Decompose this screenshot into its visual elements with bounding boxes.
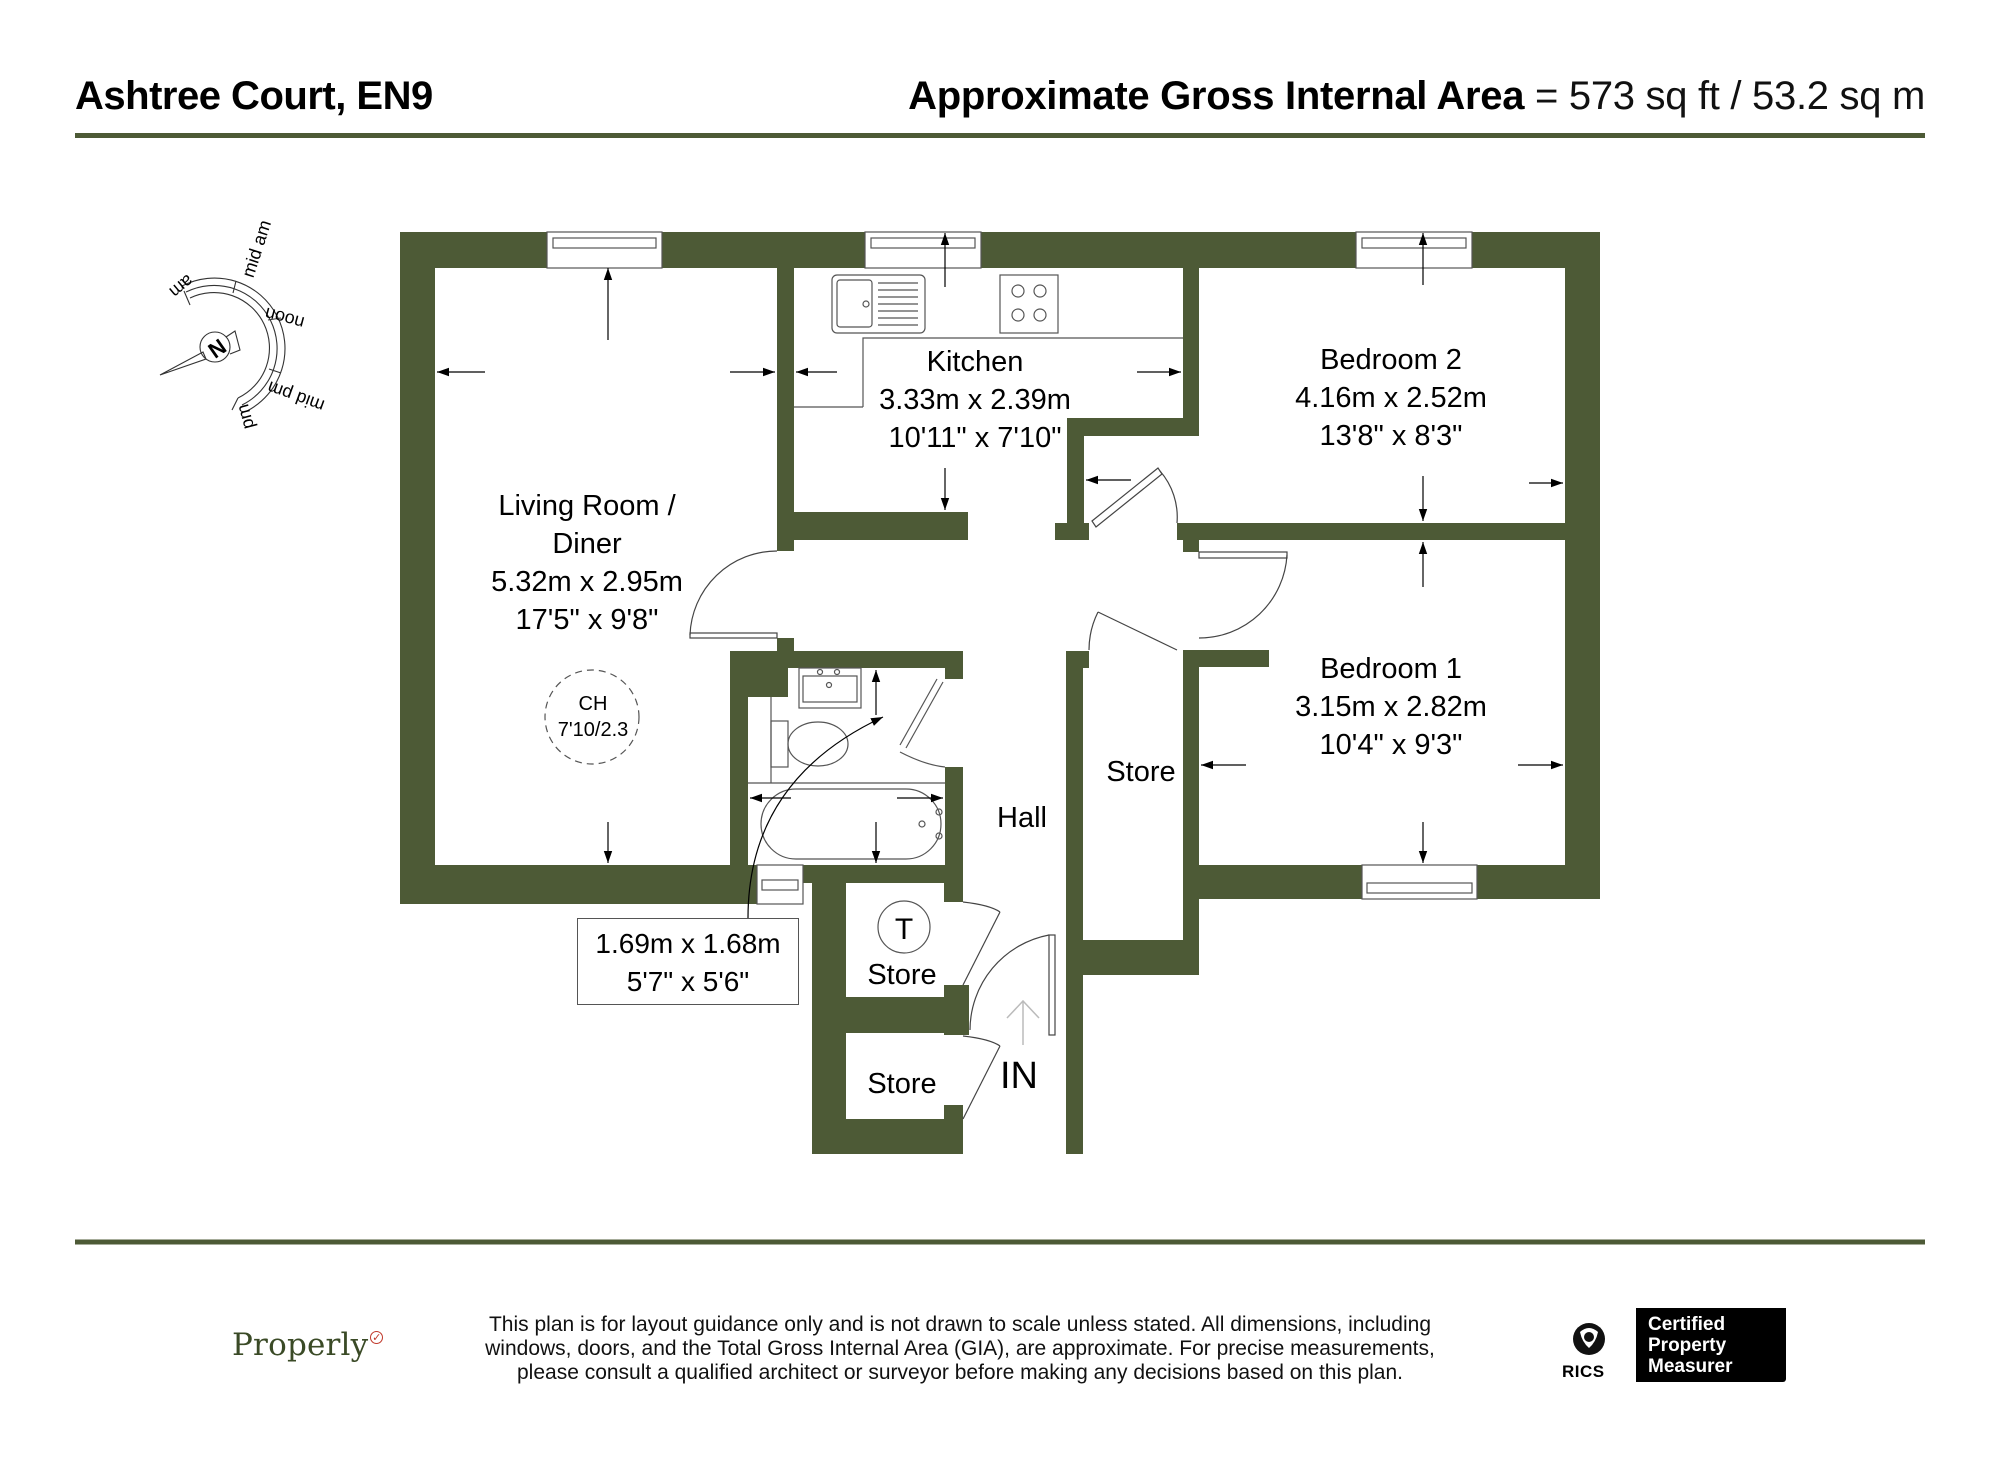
bathroom-fixtures <box>748 667 946 860</box>
bedroom-1-name: Bedroom 1 <box>1320 653 1462 685</box>
living-room-name-2: Diner <box>552 528 622 560</box>
kitchen-imperial: 10'11" x 7'10" <box>888 422 1062 454</box>
ceiling-height-value: 7'10/2.3 <box>557 719 629 741</box>
ceiling-height-title: CH <box>578 693 608 715</box>
living-room-label: Living Room / Diner 5.32m x 2.95m 17'5" … <box>491 487 683 639</box>
svg-text:noon: noon <box>263 303 307 333</box>
kitchen-metric: 3.33m x 2.39m <box>879 384 1071 416</box>
bathroom-imperial: 5'7" x 5'6" <box>626 966 750 997</box>
disclaimer-line-2: windows, doors, and the Total Gross Inte… <box>485 1337 1435 1360</box>
header-rule <box>75 133 1925 138</box>
living-room-imperial: 17'5" x 9'8" <box>515 604 659 636</box>
kitchen-label: Kitchen 3.33m x 2.39m 10'11" x 7'10" <box>879 343 1071 457</box>
disclaimer-line-3: please consult a qualified architect or … <box>516 1361 1403 1384</box>
brand-name: Properly <box>232 1327 369 1363</box>
bathroom-callout-line <box>747 716 884 919</box>
rics-lion-icon <box>1573 1323 1605 1355</box>
check-icon: ✓ <box>370 1331 384 1344</box>
bedroom-1-label: Bedroom 1 3.15m x 2.82m 10'4" x 9'3" <box>1295 650 1487 764</box>
area-value: = 573 sq ft / 53.2 sq m <box>1524 74 1925 118</box>
badge-line-1: Certified <box>1648 1314 1726 1335</box>
badge-line-3: Measurer <box>1648 1356 1733 1377</box>
plan-title: Ashtree Court, EN9 <box>75 74 433 118</box>
store-t-symbol <box>877 900 931 954</box>
bedroom-1-imperial: 10'4" x 9'3" <box>1319 729 1463 761</box>
svg-text:mid pm: mid pm <box>265 377 327 416</box>
properly-logo: Properly✓ <box>232 1327 384 1363</box>
disclaimer-line-1: This plan is for layout guidance only an… <box>488 1313 1432 1336</box>
bathroom-dimensions-box: 1.69m x 1.68m 5'7" x 5'6" <box>577 918 799 1005</box>
gross-internal-area: Approximate Gross Internal Area = 573 sq… <box>908 74 1925 119</box>
ceiling-height-marker <box>544 669 640 765</box>
doors <box>689 467 1288 1120</box>
store-t-symbol-label: T <box>894 913 914 946</box>
kitchen-fixtures <box>794 274 1183 408</box>
svg-text:mid am: mid am <box>238 218 275 280</box>
living-room-metric: 5.32m x 2.95m <box>491 566 683 598</box>
living-room-name: Living Room / <box>498 490 676 522</box>
store-t-label: Store <box>867 959 937 991</box>
bathroom-metric: 1.69m x 1.68m <box>595 928 781 959</box>
rics-label: RICS <box>1562 1362 1605 1381</box>
bedroom-2-metric: 4.16m x 2.52m <box>1295 382 1487 414</box>
lower-store-label: Store <box>867 1068 937 1100</box>
bedroom-2-name: Bedroom 2 <box>1320 344 1462 376</box>
compass-icon <box>159 277 286 412</box>
entrance-label: IN <box>1000 1055 1038 1097</box>
hall-store-label: Store <box>1106 756 1176 788</box>
bedroom-1-metric: 3.15m x 2.82m <box>1295 691 1487 723</box>
disclaimer: This plan is for layout guidance only an… <box>450 1313 1470 1385</box>
area-label: Approximate Gross Internal Area <box>908 74 1525 118</box>
hall-label: Hall <box>997 802 1047 834</box>
certified-measurer-badge: Certified Property Measurer <box>1636 1308 1786 1382</box>
windows <box>546 231 1478 905</box>
badge-line-2: Property <box>1648 1335 1727 1356</box>
kitchen-name: Kitchen <box>926 346 1024 378</box>
bedroom-2-label: Bedroom 2 4.16m x 2.52m 13'8" x 8'3" <box>1295 341 1487 455</box>
ceiling-height-label: CH 7'10/2.3 <box>558 691 629 743</box>
entrance-arrow-icon <box>1006 999 1040 1045</box>
dimension-arrows <box>437 233 1563 863</box>
bedroom-2-imperial: 13'8" x 8'3" <box>1319 420 1463 452</box>
